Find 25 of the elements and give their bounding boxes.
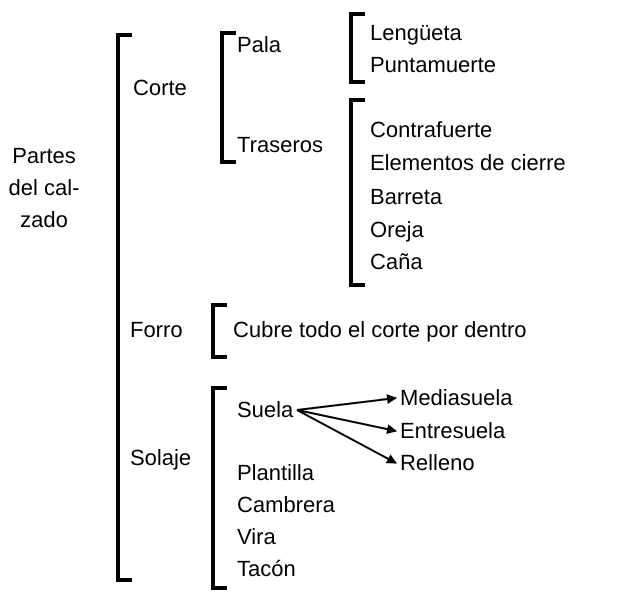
part-label: Oreja — [370, 216, 424, 244]
part-label: Contrafuerte — [370, 116, 492, 144]
part-label: Relleno — [400, 447, 475, 479]
part-label: Plantilla — [237, 459, 314, 487]
part-label: Lengüeta — [370, 19, 462, 47]
part-label: Tacón — [237, 555, 296, 583]
arrow — [296, 409, 397, 434]
part-label: Cubre todo el corte por dentro — [233, 316, 527, 344]
part-label: Suela — [237, 394, 294, 426]
part-label: Mediasuela — [400, 382, 513, 414]
part-label: Entresuela — [400, 415, 506, 447]
part-label: Traseros — [237, 131, 323, 159]
part-label: Elementos de cierre — [370, 149, 566, 177]
part-label: Forro — [130, 316, 183, 344]
part-label: Caña — [370, 248, 423, 276]
part-label: Solaje — [130, 444, 192, 472]
part-label: Puntamuerte — [370, 51, 496, 79]
arrow — [296, 409, 397, 464]
root-label: Partes del cal- zado — [8, 142, 80, 234]
part-label: Cambrera — [237, 491, 335, 519]
part-label: Corte — [133, 74, 187, 102]
part-label: Pala — [237, 31, 282, 59]
part-label: Barreta — [370, 183, 442, 211]
arrow — [296, 394, 397, 411]
part-label: Vira — [237, 523, 276, 551]
